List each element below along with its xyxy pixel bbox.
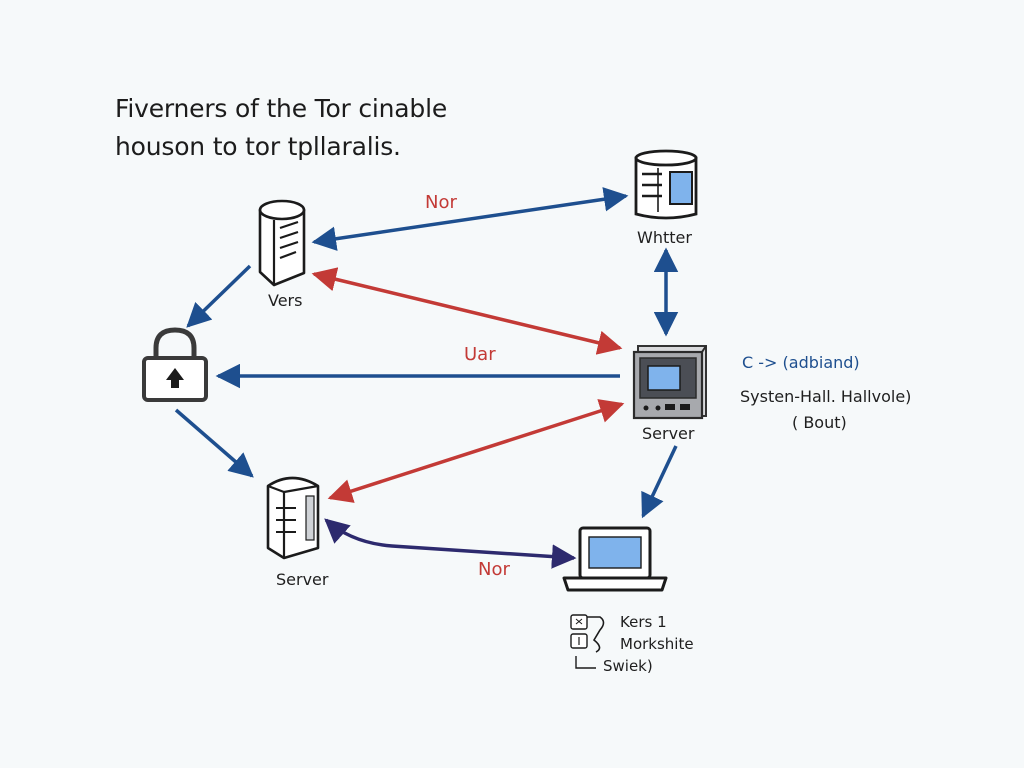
side-note-line-2: Systen-Hall. Hallvole)	[740, 387, 912, 406]
edge-vers-to-lock	[186, 264, 252, 328]
lock-icon	[142, 327, 208, 402]
edge-label-middle: Uar	[464, 344, 496, 365]
legend-line-3: Swiek)	[603, 657, 653, 675]
database-icon	[634, 149, 698, 220]
edge-server-bottom-server-red	[327, 399, 625, 503]
legend-line-1: Kers 1	[620, 613, 667, 631]
server-icon	[266, 476, 320, 560]
edge-bottom-server-laptop	[324, 518, 577, 569]
bottom-server-label: Server	[276, 570, 329, 589]
legend-icon	[570, 614, 605, 669]
edge-vers-server-red	[311, 267, 623, 355]
side-note-line-1: C -> (adbiand)	[742, 353, 860, 372]
server-box-icon	[632, 345, 707, 420]
whtter-label: Whtter	[637, 228, 692, 247]
server-icon	[258, 199, 306, 287]
edge-lock-to-bottom-server	[174, 408, 254, 478]
vers-label: Vers	[268, 291, 303, 310]
side-note-text: C -> (adbiand)	[742, 353, 860, 372]
edge-server-to-laptop	[641, 445, 678, 519]
edge-whtter-to-vers	[311, 187, 629, 251]
edge-label-top: Nor	[425, 192, 457, 213]
legend-line-2: Morkshite	[620, 635, 694, 653]
center-server-label: Server	[642, 424, 695, 443]
title-line-2: houson to tor tpllaralis.	[115, 132, 401, 161]
laptop-icon	[562, 526, 668, 592]
edge-label-bottom: Nor	[478, 559, 510, 580]
title-line-1: Fiverners of the Tor cinable	[115, 94, 448, 123]
diagram-title: Fiverners of the Tor cinable houson to t…	[115, 90, 447, 166]
side-note-line-3: ( Bout)	[792, 413, 847, 432]
